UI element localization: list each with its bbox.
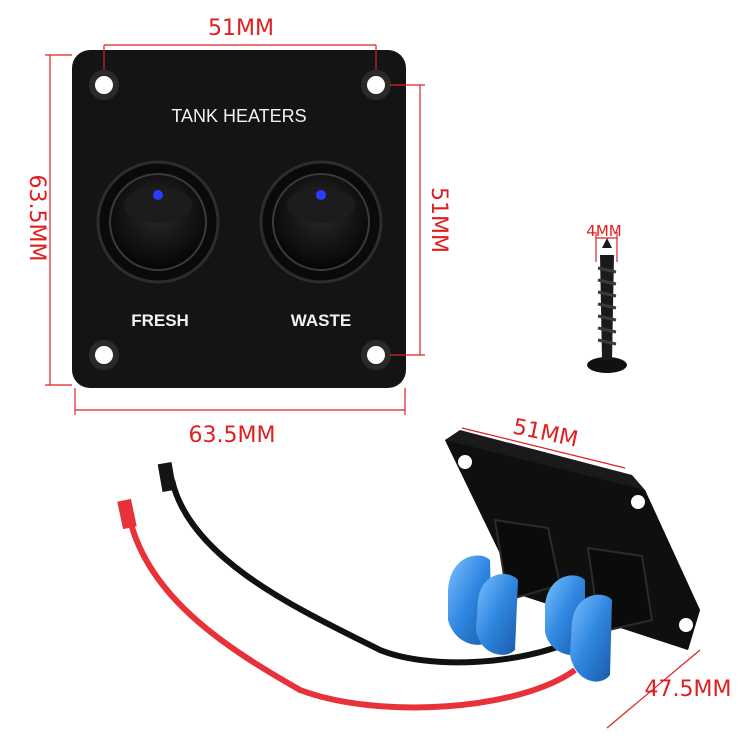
- switch-panel-front: TANK HEATERS FRESH WASTE: [72, 50, 406, 388]
- mounting-hole-icon: [89, 340, 119, 370]
- blue-connector-icon: [448, 555, 612, 682]
- rocker-switch-fresh[interactable]: [96, 160, 220, 284]
- panel-title: TANK HEATERS: [171, 106, 306, 126]
- indicator-led-icon: [153, 190, 163, 200]
- dimension-line-side-width: [461, 427, 626, 469]
- dimension-line-side-depth: [606, 649, 701, 729]
- dimension-top-width: 51MM: [208, 16, 274, 41]
- dimension-bottom-width: 63.5MM: [189, 423, 276, 448]
- dimension-left-height: 63.5MM: [24, 175, 49, 262]
- mounting-hole-icon: [458, 455, 472, 469]
- indicator-led-icon: [316, 190, 326, 200]
- dimension-right-height: 51MM: [426, 187, 451, 253]
- wire-red: [117, 498, 577, 711]
- panel-plate: [72, 50, 406, 388]
- switch-label-fresh: FRESH: [131, 311, 189, 330]
- mounting-hole-icon: [89, 70, 119, 100]
- mounting-hole-icon: [631, 495, 645, 509]
- dimension-lines: [45, 44, 425, 415]
- dimension-screw: 4MM: [586, 222, 621, 240]
- wire-black: [157, 461, 577, 666]
- rocker-switch-waste[interactable]: [259, 160, 383, 284]
- dimension-side-depth: 47.5MM: [645, 677, 732, 702]
- screw-icon: [587, 232, 627, 373]
- switch-panel-side: [445, 430, 700, 650]
- mounting-hole-icon: [679, 618, 693, 632]
- mounting-hole-icon: [361, 340, 391, 370]
- mounting-hole-icon: [361, 70, 391, 100]
- switch-label-waste: WASTE: [291, 311, 351, 330]
